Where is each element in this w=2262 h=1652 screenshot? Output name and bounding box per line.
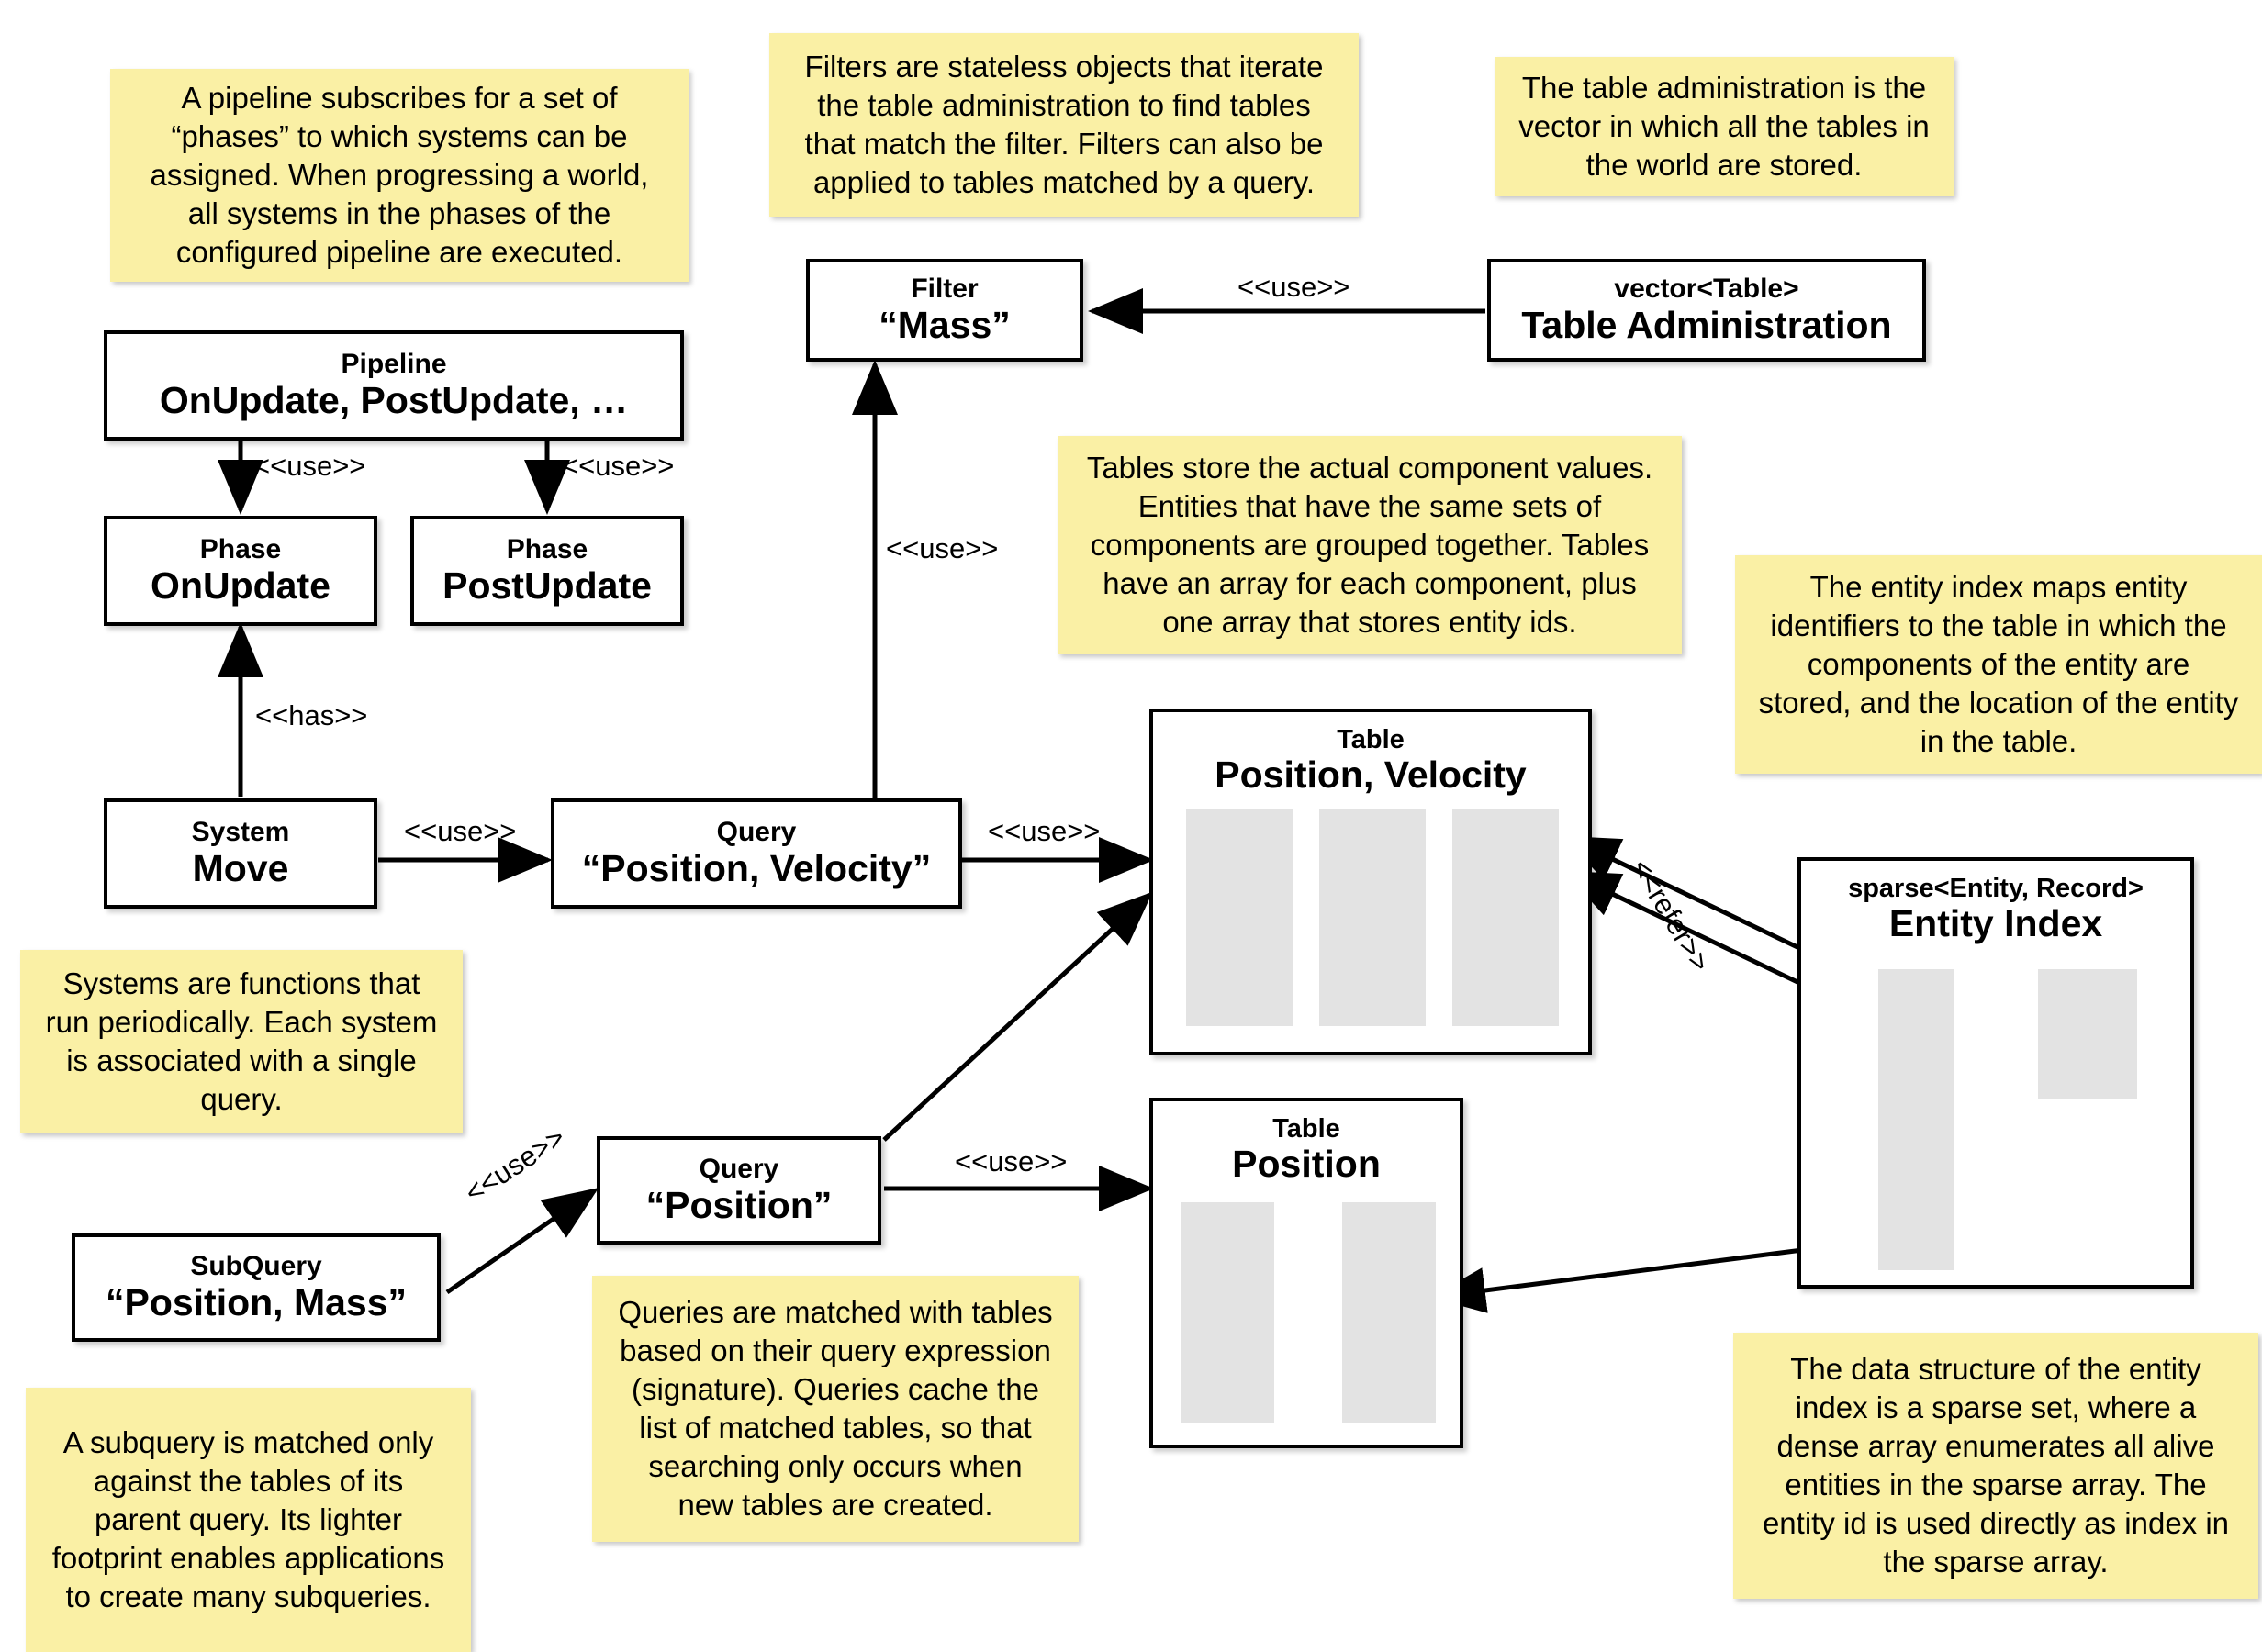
edge-label-pipeline-onupdate: <<use>>: [253, 450, 366, 482]
box-table-position-velocity-name: Position, Velocity: [1215, 753, 1527, 797]
note-entity-index: The entity index maps entity identifiers…: [1735, 555, 2262, 774]
box-subquery-position-mass[interactable]: SubQuery “Position, Mass”: [72, 1233, 441, 1342]
box-system-move[interactable]: System Move: [104, 798, 377, 909]
box-phase-onupdate[interactable]: Phase OnUpdate: [104, 516, 377, 626]
edge-label-subquery-uses-query: <<use>>: [459, 1121, 571, 1210]
edge-label-pipeline-postupdate: <<use>>: [562, 450, 675, 482]
box-entity-index-stereotype: sparse<Entity, Record>: [1848, 874, 2144, 903]
box-entity-index[interactable]: sparse<Entity, Record> Entity Index: [1797, 857, 2194, 1289]
box-table-position-name: Position: [1232, 1143, 1381, 1186]
box-phase-postupdate-stereotype: Phase: [506, 534, 588, 565]
box-table-position-velocity[interactable]: Table Position, Velocity: [1149, 709, 1592, 1055]
box-phase-postupdate-name: PostUpdate: [442, 564, 652, 607]
box-query-position-velocity-stereotype: Query: [716, 817, 797, 848]
box-query-position-stereotype: Query: [699, 1154, 779, 1185]
box-entity-index-name: Entity Index: [1888, 902, 2103, 945]
note-table-administration: The table administration is the vector i…: [1495, 57, 1954, 196]
box-table-administration-stereotype: vector<Table>: [1614, 273, 1799, 305]
edge-label-query-uses-table: <<use>>: [988, 815, 1101, 847]
edge-label-system-has-phase: <<has>>: [255, 699, 368, 731]
note-filters: Filters are stateless objects that itera…: [769, 33, 1359, 217]
component-array: [1186, 809, 1293, 1026]
note-systems: Systems are functions that run periodica…: [20, 950, 463, 1133]
box-query-position-velocity[interactable]: Query “Position, Velocity”: [551, 798, 962, 909]
box-pipeline-stereotype: Pipeline: [341, 349, 447, 380]
edge-label-query-uses-filter: <<use>>: [886, 532, 999, 564]
edge-label-tableadmin-uses-filter: <<use>>: [1237, 271, 1350, 303]
box-table-position-stereotype: Table: [1272, 1114, 1340, 1144]
table-position-velocity-arrays: [1186, 809, 1559, 1026]
note-pipeline: A pipeline subscribes for a set of “phas…: [110, 69, 689, 282]
component-array: [1319, 809, 1426, 1026]
box-table-administration-name: Table Administration: [1521, 303, 1892, 346]
edge-label-query-position-uses-table: <<use>>: [955, 1145, 1068, 1178]
edge-label-entityindex-refer-table: <<refer>>: [1624, 854, 1718, 977]
box-query-position[interactable]: Query “Position”: [597, 1136, 881, 1245]
box-table-position-velocity-stereotype: Table: [1337, 725, 1405, 754]
box-table-administration[interactable]: vector<Table> Table Administration: [1487, 259, 1926, 362]
box-query-position-name: “Position”: [645, 1183, 833, 1226]
table-position-arrays: [1181, 1202, 1436, 1423]
sparse-array: [1878, 969, 1954, 1270]
note-queries: Queries are matched with tables based on…: [592, 1276, 1079, 1542]
box-subquery-stereotype: SubQuery: [190, 1251, 322, 1282]
dense-array: [2038, 969, 2137, 1099]
note-subquery: A subquery is matched only against the t…: [26, 1388, 471, 1652]
box-table-position[interactable]: Table Position: [1149, 1098, 1463, 1448]
entity-id-array: [1342, 1202, 1436, 1423]
component-array: [1181, 1202, 1274, 1423]
box-filter-mass-name: “Mass”: [879, 303, 1011, 346]
box-pipeline-name: OnUpdate, PostUpdate, …: [159, 378, 629, 421]
edge-label-system-uses-query: <<use>>: [404, 815, 517, 847]
box-phase-postupdate[interactable]: Phase PostUpdate: [410, 516, 684, 626]
box-pipeline[interactable]: Pipeline OnUpdate, PostUpdate, …: [104, 330, 684, 441]
entity-id-array: [1452, 809, 1559, 1026]
box-system-move-name: Move: [192, 846, 289, 889]
box-phase-onupdate-stereotype: Phase: [199, 534, 282, 565]
note-sparse-set: The data structure of the entity index i…: [1733, 1333, 2258, 1599]
box-subquery-name: “Position, Mass”: [105, 1280, 408, 1323]
box-filter-mass-stereotype: Filter: [911, 273, 979, 305]
box-phase-onupdate-name: OnUpdate: [151, 564, 330, 607]
note-tables: Tables store the actual component values…: [1058, 436, 1682, 654]
box-system-move-stereotype: System: [191, 817, 290, 848]
box-filter-mass[interactable]: Filter “Mass”: [806, 259, 1083, 362]
box-query-position-velocity-name: “Position, Velocity”: [581, 846, 932, 889]
